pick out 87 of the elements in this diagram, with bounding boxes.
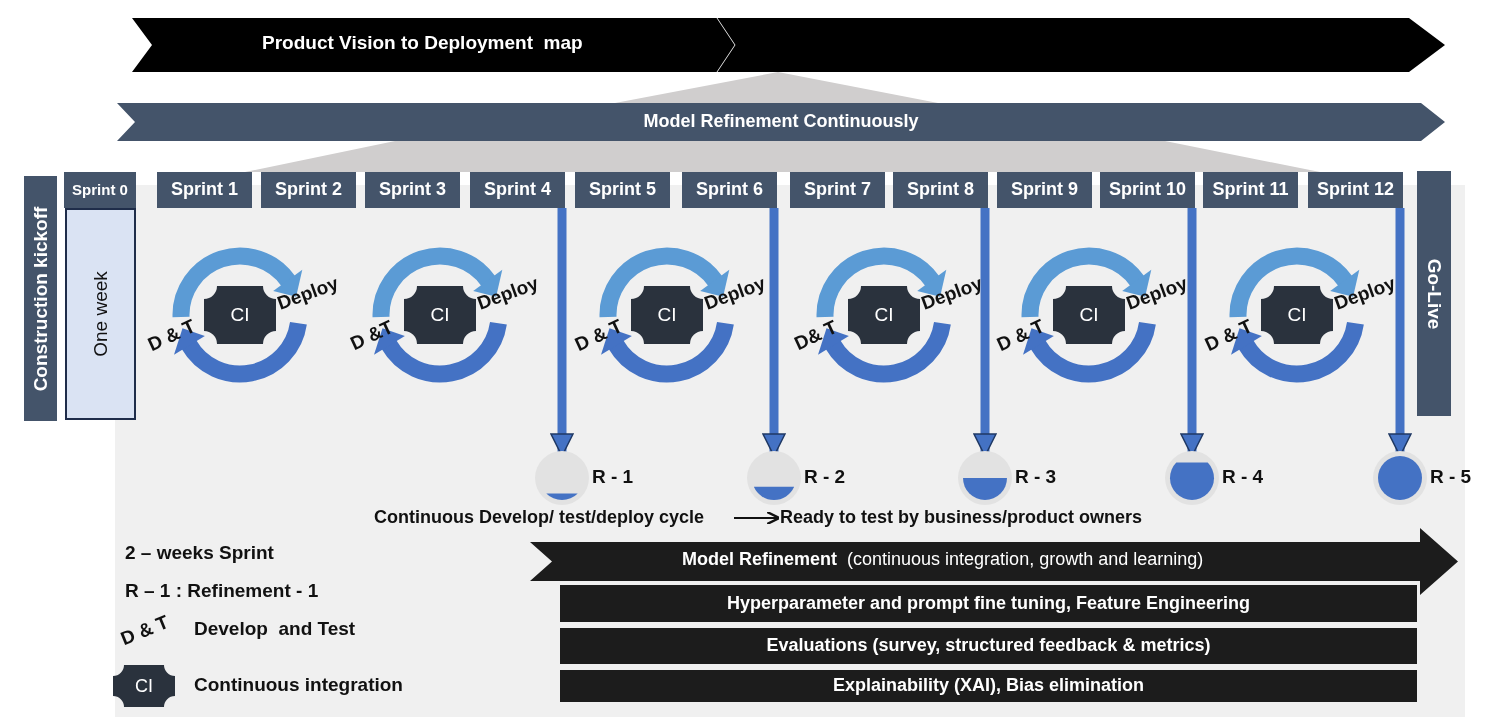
sprint-label: Sprint 6 — [696, 180, 763, 200]
refinement-circle — [1372, 450, 1428, 506]
activity-label: Explainability (XAI), Bias elimination — [832, 676, 1145, 696]
activity-label: Hyperparameter and prompt fine tuning, Feature Engineering — [726, 593, 1251, 614]
note-text: R – 1 : Refinement - 1 — [125, 581, 319, 602]
sprint-label: Sprint 8 — [907, 180, 974, 200]
refinement-label: R - 4 — [1222, 467, 1264, 488]
sprint-box — [64, 172, 136, 208]
ci-legend-badge: CI — [113, 665, 175, 707]
refinement-circle — [534, 450, 590, 506]
ci-label: CI — [874, 304, 894, 326]
ci-shape — [848, 286, 920, 344]
sprint-label: Sprint 11 — [1212, 180, 1289, 200]
sprint-label: Sprint 12 — [1317, 180, 1394, 200]
ci-label: CI — [1079, 304, 1099, 326]
deploy-label: Deploy — [274, 273, 342, 315]
refinement-label: R - 5 — [1430, 467, 1472, 488]
sprint-label: Sprint 7 — [804, 180, 871, 200]
sprint-box — [682, 172, 777, 208]
develop-test-symbol: D & T — [118, 612, 172, 650]
refinement-label: R - 1 — [592, 467, 634, 488]
go-live-bar — [1417, 171, 1451, 416]
sprint-box — [470, 172, 565, 208]
develop-test-label: D & T — [1202, 316, 1256, 356]
refinement-circle — [957, 450, 1013, 506]
sprint-box — [893, 172, 988, 208]
sprint-box — [1308, 172, 1403, 208]
sprint-box — [997, 172, 1092, 208]
ci-shape — [404, 286, 476, 344]
ci-shape — [631, 286, 703, 344]
deploy-label: Deploy — [701, 273, 769, 315]
ci-label: CI — [430, 304, 450, 326]
flow-text: Continuous Develop/ test/deploy cycle — [374, 508, 705, 528]
ci-shape — [1053, 286, 1125, 344]
flow-text: Ready to test by business/product owners — [780, 508, 1143, 528]
sprint-label: Sprint 9 — [1011, 180, 1078, 200]
refinement-label: R - 2 — [804, 467, 846, 488]
deploy-label: Deploy — [1123, 273, 1191, 315]
sprint-label: Sprint 4 — [484, 180, 551, 200]
sprint-box — [1100, 172, 1195, 208]
phase-banner — [530, 528, 1458, 595]
deploy-label: Deploy — [918, 273, 986, 315]
activity-bar — [560, 628, 1417, 664]
ci-shape — [204, 286, 276, 344]
vertical-label: Construction kickoff — [30, 206, 51, 391]
sprint-box — [1203, 172, 1298, 208]
develop-test-label: D& T — [791, 317, 841, 355]
week-box — [65, 208, 136, 420]
ci-shape — [1261, 286, 1333, 344]
legend-text: Continuous integration — [194, 675, 403, 696]
title-banner — [132, 18, 1445, 72]
sprint-label: Sprint 5 — [589, 180, 656, 200]
arrow — [733, 510, 781, 526]
sprint-label: Sprint 0 — [72, 181, 128, 199]
kickoff-bar — [24, 176, 57, 421]
legend-text: Develop and Test — [194, 619, 356, 640]
banner-title: Product Vision to Deployment map — [262, 33, 583, 54]
sprint-label: Sprint 10 — [1109, 180, 1186, 200]
ci-label: CI — [657, 304, 677, 326]
sprint-box — [261, 172, 356, 208]
activity-bar — [560, 670, 1417, 702]
sprint-box — [365, 172, 460, 208]
develop-test-label: D & T — [994, 316, 1048, 356]
develop-test-label: D & T — [572, 316, 626, 356]
activity-label: Evaluations (survey, structured feedback & metrics) — [766, 636, 1211, 656]
develop-test-label: D &T — [347, 317, 397, 355]
refinement-circle — [746, 450, 802, 506]
sprint-box — [575, 172, 670, 208]
sprint-box — [790, 172, 885, 208]
refinement-banner — [117, 103, 1445, 141]
arrow-title: Model Refinement (continuous integration, growth and learning) — [682, 550, 1204, 570]
sprint-label: Sprint 3 — [379, 180, 446, 200]
deploy-label: Deploy — [1331, 273, 1399, 315]
sprint-label: Sprint 2 — [275, 180, 342, 200]
ci-label: CI — [1287, 304, 1307, 326]
activity-bar — [560, 585, 1417, 622]
develop-test-label: D & T — [145, 316, 199, 356]
vertical-label: Go-Live — [1423, 258, 1445, 329]
banner-title: Model Refinement Continuously — [643, 112, 919, 132]
ci-label: CI — [230, 304, 250, 326]
note-text: 2 – weeks Sprint — [125, 543, 274, 564]
deploy-label: Deploy — [474, 273, 542, 315]
vertical-label: One week — [90, 271, 111, 357]
refinement-circle — [1164, 450, 1220, 506]
sprint-label: Sprint 1 — [171, 180, 238, 200]
refinement-label: R - 3 — [1015, 467, 1057, 488]
sprint-box — [157, 172, 252, 208]
